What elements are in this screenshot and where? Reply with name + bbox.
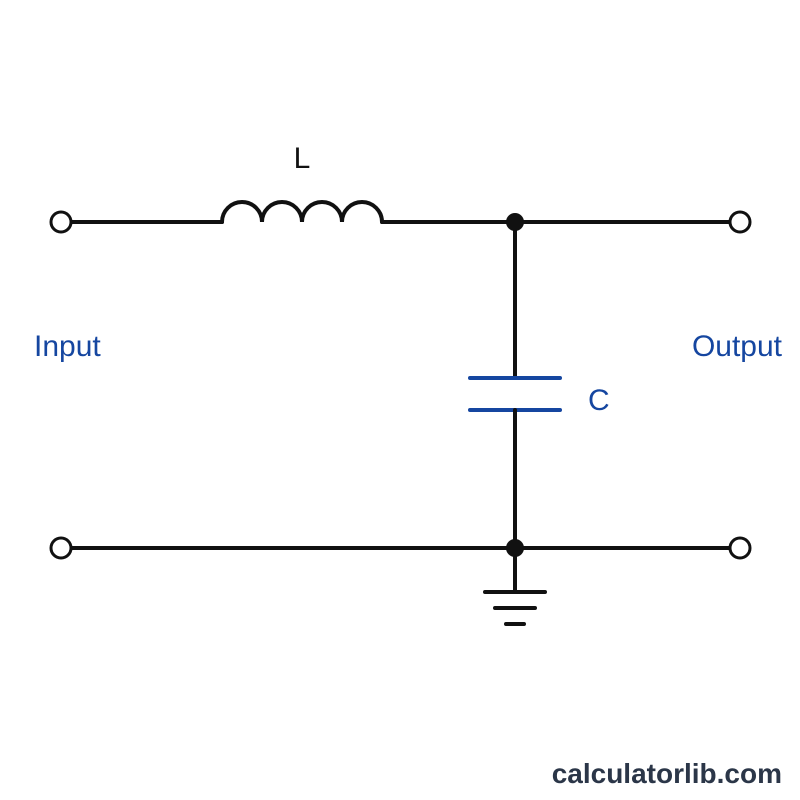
output-terminal-top (728, 210, 752, 234)
junction-top (506, 213, 524, 231)
input-terminal-bottom (49, 536, 73, 560)
junction-bottom (506, 539, 524, 557)
output-terminal-bottom (728, 536, 752, 560)
input-terminal-top (49, 210, 73, 234)
watermark-text: calculatorlib.com (552, 758, 782, 789)
output-label: Output (692, 330, 783, 363)
inductor-label: L (294, 142, 311, 175)
capacitor-label: C (588, 384, 610, 417)
input-label: Input (34, 330, 101, 363)
ground-symbol (483, 590, 547, 626)
inductor-coil (220, 200, 384, 224)
